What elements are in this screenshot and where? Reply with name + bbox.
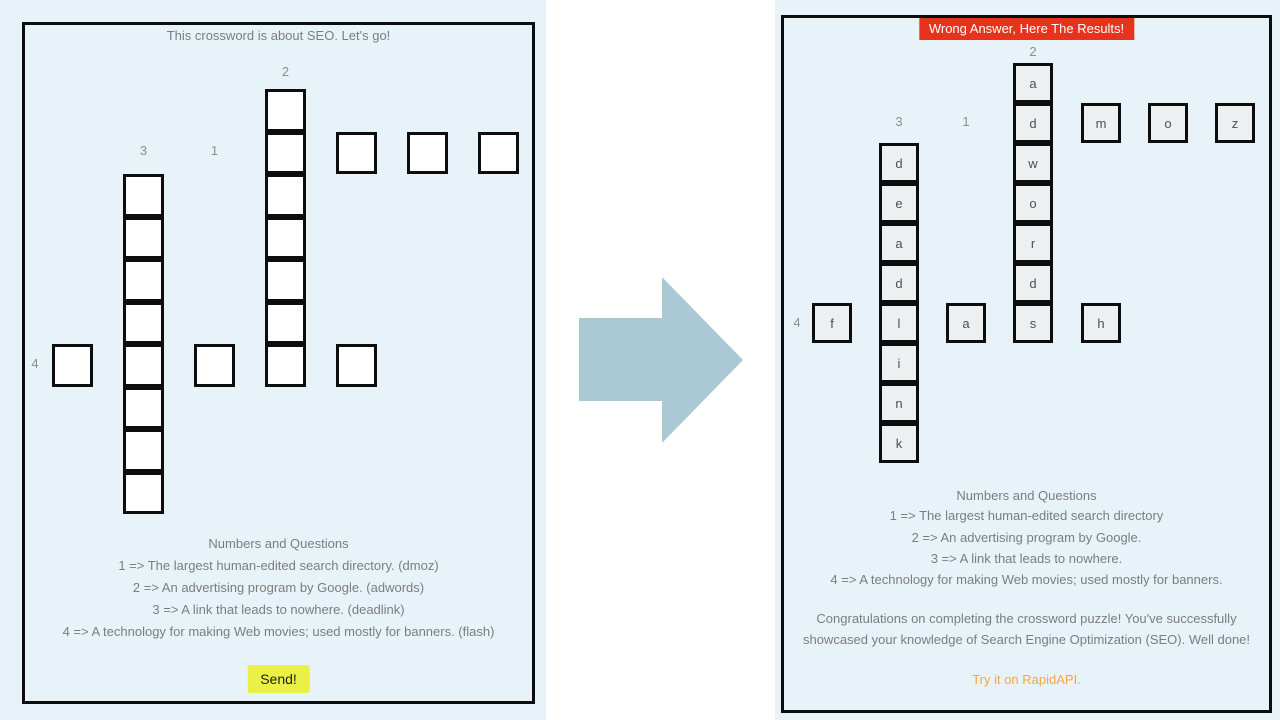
crossword-cell: r bbox=[1013, 223, 1053, 263]
crossword-cell: o bbox=[1148, 103, 1188, 143]
crossword-cell: f bbox=[812, 303, 852, 343]
crossword-cell-empty[interactable] bbox=[265, 89, 306, 132]
result-screenshot-panel: Wrong Answer, Here The Results! 2 3 1 4 … bbox=[775, 0, 1280, 720]
crossword-cell-empty[interactable] bbox=[265, 216, 306, 259]
crossword-cell-empty[interactable] bbox=[407, 131, 448, 174]
clue-1: 1 => The largest human-edited search dir… bbox=[889, 508, 1164, 523]
crossword-cell: s bbox=[1013, 303, 1053, 343]
crossword-cell: k bbox=[879, 423, 919, 463]
word-4-label: 4 bbox=[31, 356, 39, 371]
crossword-cell: w bbox=[1013, 143, 1053, 183]
crossword-cell: d bbox=[879, 143, 919, 183]
word-2-label: 2 bbox=[1029, 44, 1037, 59]
crossword-cell: i bbox=[879, 343, 919, 383]
crossword-title: This crossword is about SEO. Let's go! bbox=[166, 28, 391, 43]
rapidapi-link-row: Try it on RapidAPI. bbox=[784, 672, 1269, 688]
result-banner: Wrong Answer, Here The Results! bbox=[918, 18, 1135, 40]
crossword-cell-empty[interactable] bbox=[194, 344, 235, 387]
clues-header: Numbers and Questions bbox=[208, 536, 349, 551]
congrats-line-1: Congratulations on completing the crossw… bbox=[816, 611, 1237, 626]
crossword-app-frame-result: Wrong Answer, Here The Results! 2 3 1 4 … bbox=[781, 15, 1272, 713]
crossword-cell-empty[interactable] bbox=[52, 344, 93, 387]
crossword-cell-empty[interactable] bbox=[336, 131, 377, 174]
clue-4: 4 => A technology for making Web movies;… bbox=[62, 624, 495, 639]
crossword-cell-empty[interactable] bbox=[123, 429, 164, 472]
crossword-cell: o bbox=[1013, 183, 1053, 223]
word-3-label: 3 bbox=[895, 114, 903, 129]
crossword-cell: a bbox=[1013, 63, 1053, 103]
crossword-app-frame-before: This crossword is about SEO. Let's go! 2… bbox=[22, 22, 535, 704]
crossword-cell-empty[interactable] bbox=[123, 301, 164, 344]
crossword-cell-empty[interactable] bbox=[265, 301, 306, 344]
crossword-cell-empty[interactable] bbox=[336, 344, 377, 387]
crossword-cell: e bbox=[879, 183, 919, 223]
crossword-cell-empty[interactable] bbox=[265, 174, 306, 217]
crossword-cell: h bbox=[1081, 303, 1121, 343]
clue-1: 1 => The largest human-edited search dir… bbox=[118, 558, 439, 573]
clues-header: Numbers and Questions bbox=[956, 488, 1097, 503]
word-1-label: 1 bbox=[210, 143, 219, 158]
crossword-cell-empty[interactable] bbox=[123, 259, 164, 302]
rapidapi-link[interactable]: Try it on RapidAPI. bbox=[972, 672, 1081, 687]
crossword-cell-empty[interactable] bbox=[265, 259, 306, 302]
clue-4: 4 => A technology for making Web movies;… bbox=[830, 572, 1223, 587]
crossword-cell: d bbox=[879, 263, 919, 303]
crossword-cell: l bbox=[879, 303, 919, 343]
word-4-label: 4 bbox=[793, 315, 801, 330]
crossword-cell-empty[interactable] bbox=[265, 131, 306, 174]
crossword-cell-empty[interactable] bbox=[123, 471, 164, 514]
crossword-cell: a bbox=[946, 303, 986, 343]
crossword-cell-empty[interactable] bbox=[265, 344, 306, 387]
send-button[interactable]: Send! bbox=[247, 665, 310, 693]
before-screenshot-panel: This crossword is about SEO. Let's go! 2… bbox=[0, 0, 546, 720]
crossword-cell: n bbox=[879, 383, 919, 423]
clue-2: 2 => An advertising program by Google. bbox=[911, 530, 1142, 545]
crossword-cell-empty[interactable] bbox=[123, 344, 164, 387]
word-2-label: 2 bbox=[281, 64, 290, 79]
clue-3: 3 => A link that leads to nowhere. (dead… bbox=[152, 602, 405, 617]
crossword-cell-empty[interactable] bbox=[123, 386, 164, 429]
word-3-label: 3 bbox=[139, 143, 148, 158]
word-1-label: 1 bbox=[962, 114, 970, 129]
crossword-cell: a bbox=[879, 223, 919, 263]
crossword-cell-empty[interactable] bbox=[478, 131, 519, 174]
clue-2: 2 => An advertising program by Google. (… bbox=[132, 580, 425, 595]
crossword-cell: d bbox=[1013, 103, 1053, 143]
clue-3: 3 => A link that leads to nowhere. bbox=[930, 551, 1123, 566]
congrats-line-2: showcased your knowledge of Search Engin… bbox=[802, 632, 1251, 647]
crossword-cell: z bbox=[1215, 103, 1255, 143]
arrow-right-icon bbox=[579, 277, 743, 443]
crossword-cell-empty[interactable] bbox=[123, 174, 164, 217]
crossword-cell: m bbox=[1081, 103, 1121, 143]
crossword-cell: d bbox=[1013, 263, 1053, 303]
crossword-cell-empty[interactable] bbox=[123, 216, 164, 259]
